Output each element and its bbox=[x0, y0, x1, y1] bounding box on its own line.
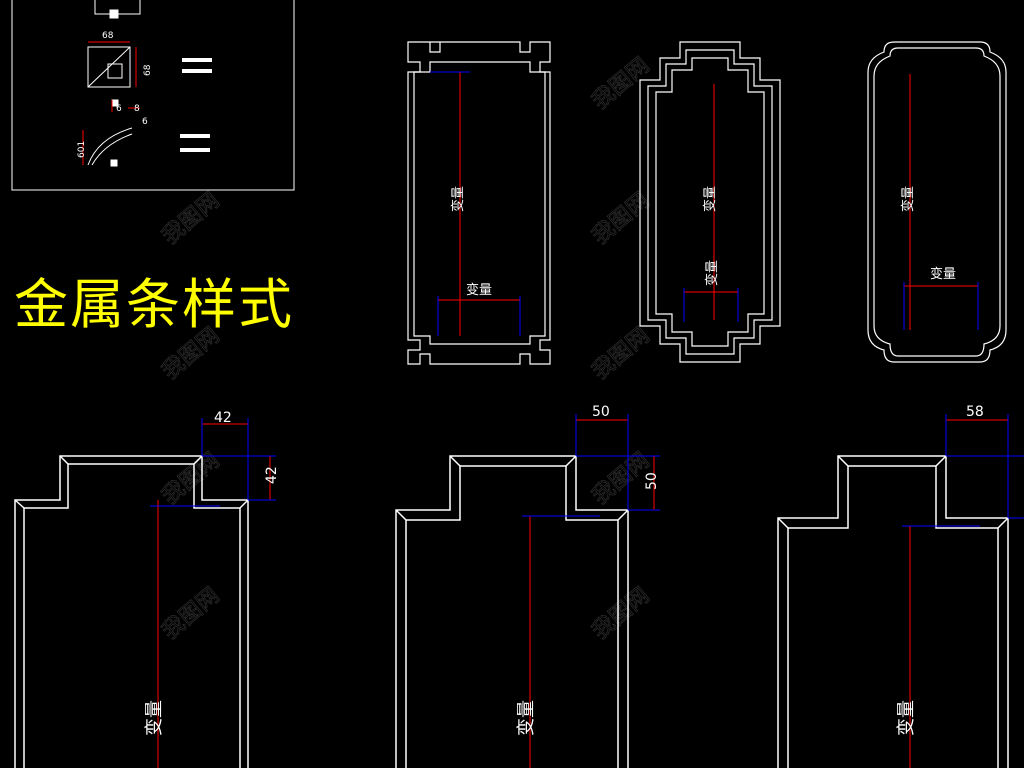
frame-c-dims: 变量 变量 bbox=[900, 74, 979, 330]
dim-height: 42 bbox=[264, 466, 280, 484]
variable-label: 变量 bbox=[450, 186, 466, 212]
frame-c bbox=[867, 41, 1007, 363]
dim-width: 50 bbox=[592, 404, 610, 420]
profile-legend-box bbox=[11, 0, 295, 191]
variable-label: 变量 bbox=[930, 266, 956, 282]
page-title: 金属条样式 bbox=[14, 273, 294, 336]
profile-marker bbox=[110, 159, 118, 167]
variable-label: 变量 bbox=[896, 700, 917, 736]
frame-2 bbox=[395, 455, 629, 768]
variable-label: 变量 bbox=[900, 186, 916, 212]
dim-width: 42 bbox=[214, 410, 232, 426]
variable-label: 变量 bbox=[466, 282, 492, 298]
equals-icon bbox=[182, 58, 212, 62]
dim-small: 8 bbox=[134, 104, 140, 114]
watermark-text: 我图网 bbox=[158, 583, 225, 645]
frame-a-dims: 变量 变量 bbox=[430, 71, 521, 336]
frame-3 bbox=[777, 455, 1009, 768]
watermark-text: 我图网 bbox=[588, 53, 655, 115]
dim-width: 58 bbox=[966, 404, 984, 420]
watermark-text: 我图网 bbox=[588, 323, 655, 385]
watermark-text: 我图网 bbox=[588, 188, 655, 250]
equals-icon bbox=[180, 134, 210, 138]
profile-arc bbox=[87, 127, 133, 166]
dim-small: 6 bbox=[142, 117, 148, 127]
profile-marker bbox=[109, 9, 119, 19]
dim-width: 68 bbox=[102, 31, 114, 41]
watermark-text: 我图网 bbox=[158, 188, 225, 250]
watermark-text: 我图网 bbox=[158, 323, 225, 385]
variable-label: 变量 bbox=[516, 700, 537, 736]
dim-height: 68 bbox=[143, 64, 153, 76]
dim-height: 50 bbox=[644, 472, 660, 490]
variable-label: 变量 bbox=[704, 260, 720, 286]
profile-square-inner bbox=[107, 63, 123, 79]
dim-radius: 601 bbox=[77, 141, 87, 158]
frame-3-dims: 58 变量 bbox=[896, 404, 1024, 768]
frame-2-dims: 50 50 变量 bbox=[516, 404, 660, 768]
frame-1 bbox=[14, 455, 249, 768]
legend-dimensions: 68 68 6 8 6 601 bbox=[77, 31, 153, 165]
profile-square bbox=[87, 46, 131, 88]
variable-label: 变量 bbox=[702, 186, 718, 212]
variable-label: 变量 bbox=[144, 700, 165, 736]
legend-border bbox=[11, 0, 295, 191]
frame-1-dims: 42 42 变量 bbox=[144, 410, 280, 768]
watermark-text: 我图网 bbox=[588, 583, 655, 645]
frame-b-dims: 变量 变量 bbox=[683, 84, 739, 322]
frame-b bbox=[639, 41, 781, 363]
dim-small: 6 bbox=[116, 104, 122, 114]
frame-a bbox=[407, 41, 551, 365]
